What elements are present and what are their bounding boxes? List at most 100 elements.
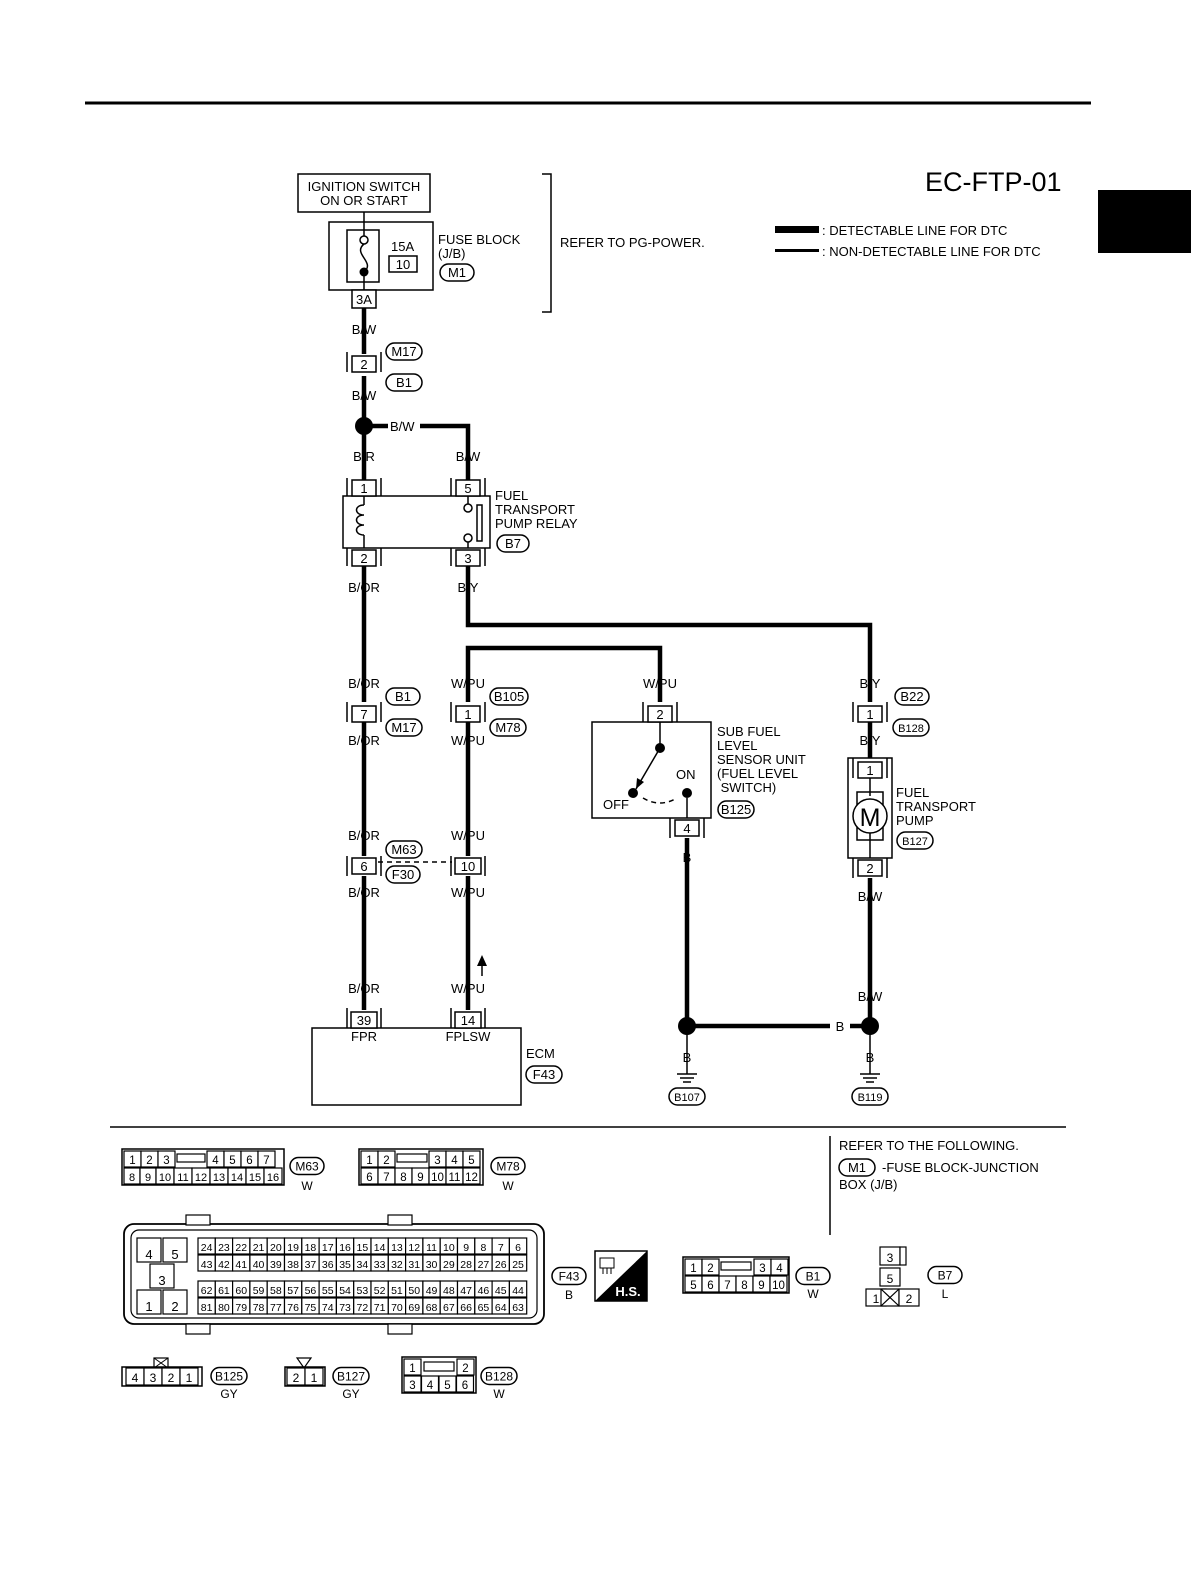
- connector-pin-label: 8: [400, 1172, 406, 1184]
- connector-pin: [508, 1254, 528, 1272]
- connector-pin-label: 9: [758, 1280, 764, 1292]
- connector-color: W: [301, 1179, 313, 1193]
- fuse-number: 10: [396, 257, 410, 272]
- connector-pin-label: 9: [145, 1172, 151, 1184]
- svg-text:B127: B127: [902, 836, 928, 848]
- connector-color: GY: [342, 1387, 359, 1401]
- connector-pin-label: 59: [253, 1285, 265, 1297]
- connector-pin-label: 62: [201, 1285, 213, 1297]
- pump-label2: TRANSPORT: [896, 799, 976, 814]
- connector-pin-label: 80: [218, 1302, 230, 1314]
- ground-b107: B107: [668, 1073, 706, 1106]
- connector-pin-label: 18: [305, 1242, 317, 1254]
- svg-text:F30: F30: [392, 867, 414, 882]
- connector-pin-label: 22: [235, 1242, 247, 1254]
- connector-pin-label: 9: [417, 1172, 423, 1184]
- connector-pin-label: 3: [150, 1371, 157, 1385]
- connector-pin-label: 25: [512, 1259, 524, 1271]
- wire-label: B/OR: [348, 676, 380, 691]
- connector-pin-label: 10: [772, 1280, 785, 1292]
- svg-text:B128: B128: [898, 723, 924, 735]
- connector-pin-label: 45: [495, 1285, 507, 1297]
- connector-pin-label: 39: [270, 1259, 282, 1271]
- connector-pin: [403, 1358, 422, 1376]
- connector-pin-label: 4: [212, 1155, 219, 1167]
- connector-pin-label: 15: [249, 1172, 261, 1184]
- connector-pin-label: 74: [322, 1302, 334, 1314]
- wire-label: B/W: [456, 449, 481, 464]
- svg-text:B1: B1: [396, 375, 412, 390]
- connector-pin-label: 5: [690, 1280, 696, 1292]
- connector-pin-label: 58: [270, 1285, 282, 1297]
- connector-pin-label: 3: [158, 1273, 165, 1288]
- connector-pin-label: 8: [741, 1280, 747, 1292]
- wire-label: B/W: [858, 989, 883, 1004]
- connector-pin-label: 7: [383, 1172, 389, 1184]
- connector-pin: [456, 1358, 475, 1376]
- connector-pin-label: 61: [218, 1285, 230, 1297]
- connector-pin-label: 1: [873, 1292, 880, 1306]
- legend-detectable-swatch: [775, 226, 819, 233]
- connector-pin: [508, 1237, 528, 1255]
- ecm-label: ECM: [526, 1046, 555, 1061]
- connector-pin: [157, 1150, 176, 1168]
- connector-pin-label: 71: [374, 1302, 386, 1314]
- svg-text:M78: M78: [495, 720, 520, 735]
- connector-pin-label: 10: [159, 1172, 171, 1184]
- connector-pin-label: 26: [495, 1259, 507, 1271]
- connector-pin-label: 7: [263, 1155, 269, 1167]
- connector-pin-label: 1: [186, 1371, 193, 1385]
- wire-label: B/Y: [860, 733, 881, 748]
- connector-pin-label: 52: [374, 1285, 386, 1297]
- splice-ground-2: [861, 1017, 879, 1035]
- connector-id: F43: [559, 1270, 580, 1284]
- wire-label: B/OR: [348, 828, 380, 843]
- wire-label: W/PU: [451, 981, 485, 996]
- relay-label3: PUMP RELAY: [495, 516, 578, 531]
- connector-pin: [455, 1375, 475, 1393]
- connector-id: B7: [938, 1269, 953, 1283]
- connector-pin-label: 51: [391, 1285, 403, 1297]
- svg-text:4: 4: [683, 821, 690, 836]
- connector-pin-label: 1: [129, 1155, 135, 1167]
- connector-pin-label: 67: [443, 1302, 455, 1314]
- connector-pin: [508, 1280, 528, 1298]
- connector-pin-label: 24: [201, 1242, 213, 1254]
- svg-text:B105: B105: [494, 689, 524, 704]
- wire-label: W/PU: [451, 733, 485, 748]
- fuel-transport-pump: 1 B22 B128 1 M 2 FUEL TRANSPORT PUMP B12…: [847, 687, 976, 878]
- connector-pin-label: 47: [460, 1285, 472, 1297]
- wire-harness: [355, 308, 879, 1074]
- connector-pin: [701, 1258, 720, 1276]
- svg-text:REFER TO THE FOLLOWING.: REFER TO THE FOLLOWING.: [839, 1138, 1019, 1153]
- connector-pin-label: 4: [451, 1155, 458, 1167]
- connector-pin-label: 66: [460, 1302, 472, 1314]
- svg-text:5: 5: [464, 481, 471, 496]
- connector-m63-f30: 6 10 M63 F30: [346, 840, 486, 884]
- connector-pin-label: 3: [434, 1155, 440, 1167]
- connector-pin-label: 12: [408, 1242, 420, 1254]
- legend-non-detectable-swatch: [775, 249, 819, 252]
- svg-text:B119: B119: [858, 1092, 883, 1104]
- ecm: 39 14 FPR FPLSW ECM F43: [311, 1008, 563, 1106]
- fuse-amp: 15A: [391, 239, 414, 254]
- connector-pin-label: 76: [287, 1302, 299, 1314]
- section-tab: [1098, 190, 1191, 253]
- connector-pin-label: 7: [498, 1242, 504, 1254]
- connector-pin-label: 4: [145, 1247, 152, 1262]
- connector-id-pill: [480, 1366, 518, 1386]
- connector-pin-label: 70: [391, 1302, 403, 1314]
- connector-pin-label: 57: [287, 1285, 299, 1297]
- connector-id: M63: [295, 1160, 319, 1174]
- svg-text:M17: M17: [391, 344, 416, 359]
- connector-pin: [263, 1167, 283, 1185]
- connector-pin-label: 46: [478, 1285, 490, 1297]
- connector-pin-label: 11: [177, 1172, 188, 1184]
- connector-pin-label: 11: [449, 1172, 461, 1184]
- connector-pin-label: 28: [460, 1259, 472, 1271]
- connector-pin-label: 2: [168, 1371, 175, 1385]
- ignition-switch-line1: IGNITION SWITCH: [308, 179, 421, 194]
- connector-pin: [179, 1367, 199, 1386]
